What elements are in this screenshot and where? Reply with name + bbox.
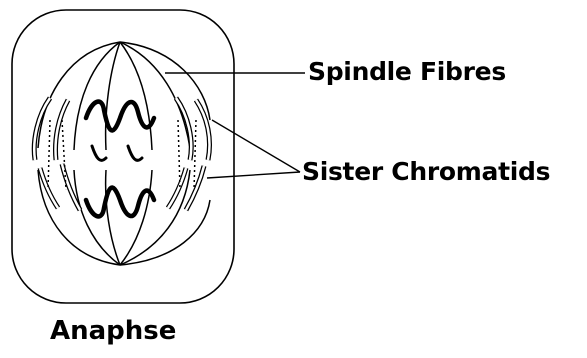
chromosomes-center (83, 99, 157, 219)
sister-chromatids-pointer-lower (206, 171, 301, 179)
spindle-fibres-label: Spindle Fibres (308, 57, 506, 86)
centromere-dots (47, 119, 197, 191)
chromatids-left (31, 96, 83, 212)
sister-chromatids-label: Sister Chromatids (302, 157, 551, 186)
spindle-fibres (37, 41, 211, 266)
diagram-caption: Anaphse (50, 316, 177, 346)
sister-chromatids-pointer-upper (211, 119, 301, 173)
cell-membrane (11, 9, 235, 304)
chromatids-right (165, 96, 212, 212)
